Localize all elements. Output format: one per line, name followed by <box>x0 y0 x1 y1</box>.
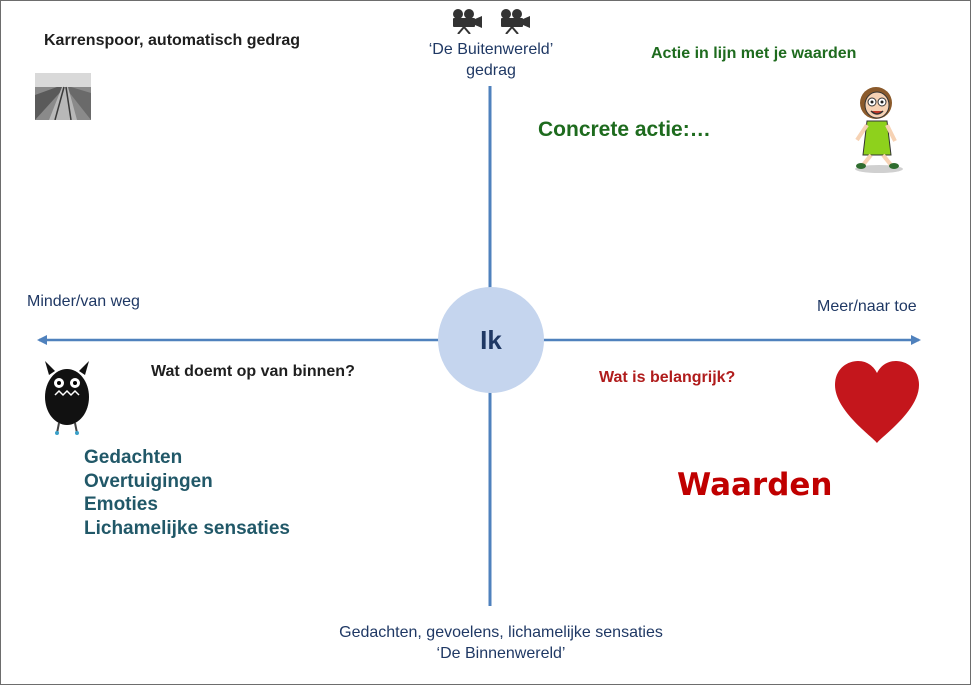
walking-woman-cartoon <box>855 87 903 173</box>
outer-world-label: ‘De Buitenwereld’ gedrag <box>381 39 601 81</box>
film-camera-icon <box>453 9 530 34</box>
inner-list-item: Gedachten <box>84 447 183 468</box>
toward-move-label: Meer/naar toe <box>817 298 917 315</box>
inner-list-item: Emoties <box>84 494 158 515</box>
values-label: Waarden <box>677 467 833 503</box>
inner-question: Wat doemt op van binnen? <box>151 363 355 380</box>
inner-list: Gedachten Overtuigingen Emoties Lichamel… <box>84 446 290 540</box>
autopilot-title: Karrenspoor, automatisch gedrag <box>44 32 301 49</box>
inner-world-title: Gedachten, gevoelens, lichamelijke sensa… <box>339 624 663 641</box>
self-circle: Ik <box>438 287 544 393</box>
concrete-action-label: Concrete actie:… <box>538 118 711 141</box>
inner-list-item: Lichamelijke sensaties <box>84 517 290 539</box>
inner-list-item: Overtuigingen <box>84 470 213 492</box>
values-action-title: Actie in lijn met je waarden <box>651 45 857 62</box>
black-monster-cartoon <box>45 361 89 435</box>
railway-track-photo <box>35 73 91 120</box>
self-label: Ik <box>480 324 502 355</box>
outer-world-subtitle: gedrag <box>466 62 516 79</box>
inner-world-subtitle: ‘De Binnenwereld’ <box>436 645 566 662</box>
away-move-label: Minder/van weg <box>27 293 140 310</box>
inner-world-label: Gedachten, gevoelens, lichamelijke sensa… <box>251 622 751 664</box>
heart-icon <box>835 361 919 443</box>
importance-question: Wat is belangrijk? <box>599 369 736 386</box>
outer-world-title: ‘De Buitenwereld’ <box>428 41 554 58</box>
